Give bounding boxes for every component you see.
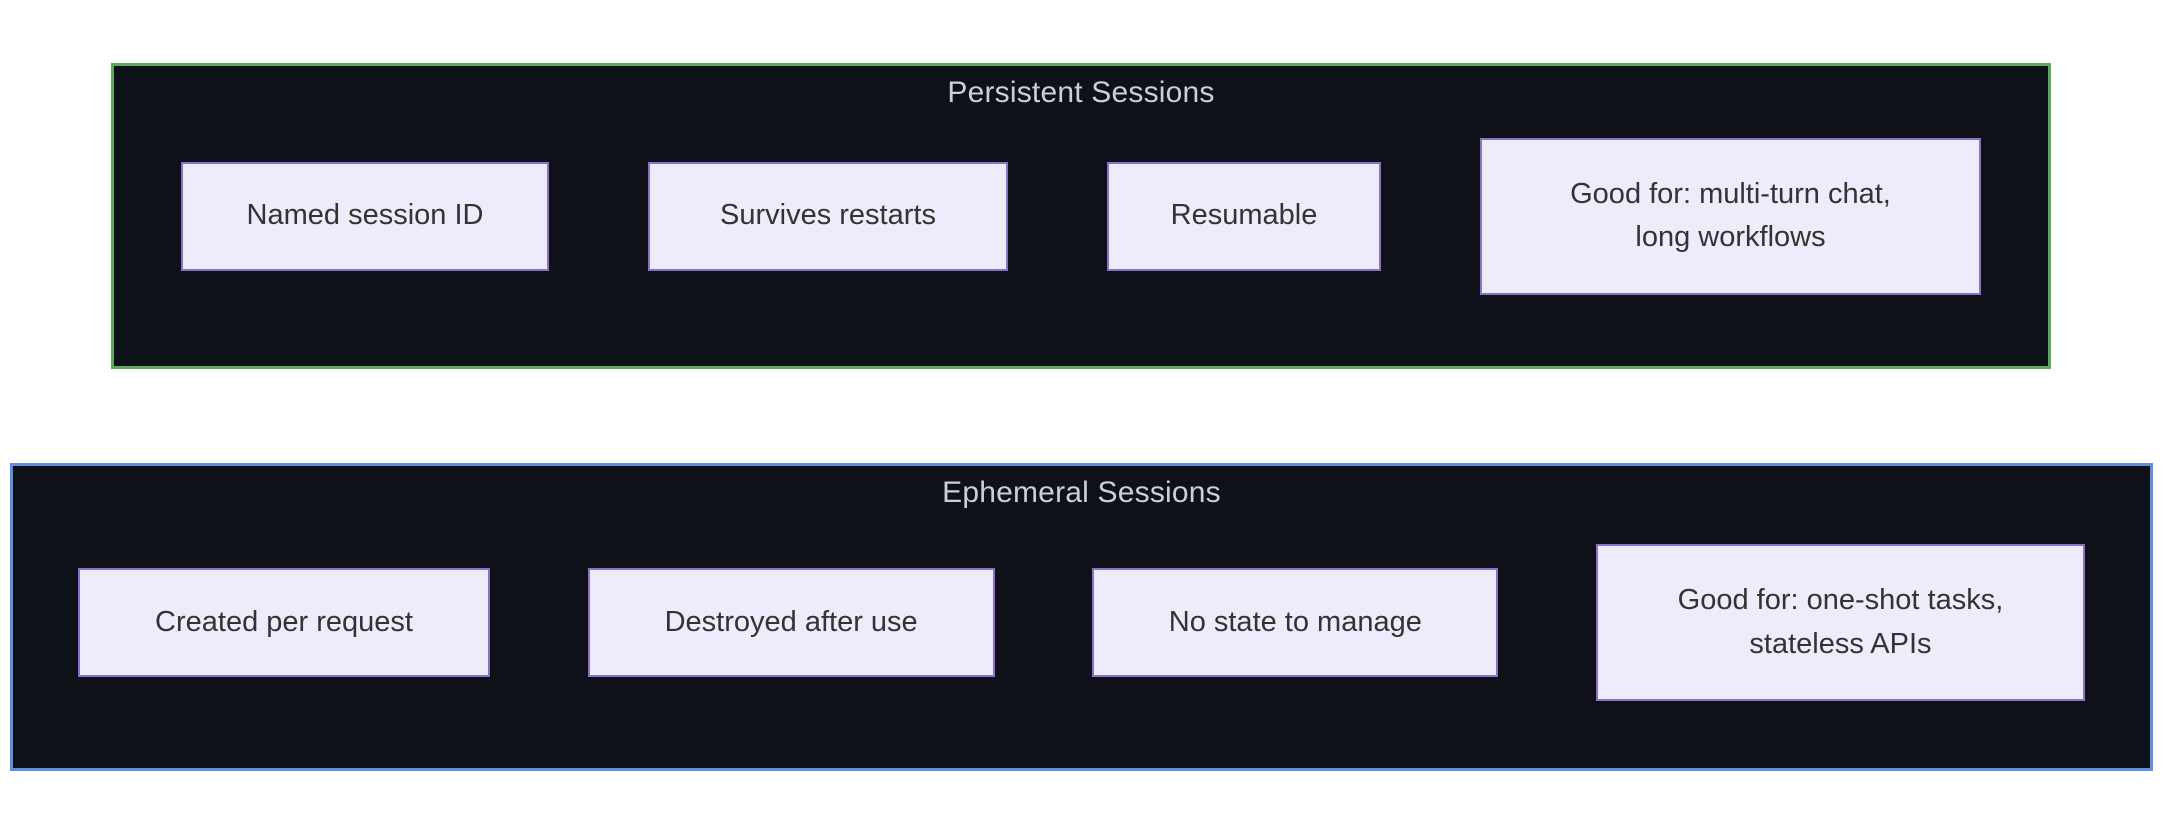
node-good-for-ephemeral: Good for: one-shot tasks, stateless APIs — [1595, 544, 2085, 701]
node-named-session-id: Named session ID — [181, 161, 549, 271]
cluster-title-ephemeral: Ephemeral Sessions — [942, 476, 1221, 509]
node-destroyed-after-use: Destroyed after use — [587, 568, 995, 677]
node-survives-restarts: Survives restarts — [648, 161, 1008, 271]
ephemeral-node-row: Created per request Destroyed after use … — [13, 466, 2150, 768]
node-good-for-persistent: Good for: multi-turn chat, long workflow… — [1480, 137, 1981, 295]
node-created-per-request: Created per request — [78, 568, 490, 677]
node-resumable: Resumable — [1107, 161, 1381, 271]
cluster-ephemeral-sessions: Ephemeral Sessions Created per request D… — [10, 463, 2153, 771]
cluster-title-persistent: Persistent Sessions — [947, 76, 1215, 109]
persistent-node-row: Named session ID Survives restarts Resum… — [114, 66, 2048, 366]
cluster-persistent-sessions: Persistent Sessions Named session ID Sur… — [111, 63, 2051, 369]
node-no-state-to-manage: No state to manage — [1092, 568, 1499, 677]
